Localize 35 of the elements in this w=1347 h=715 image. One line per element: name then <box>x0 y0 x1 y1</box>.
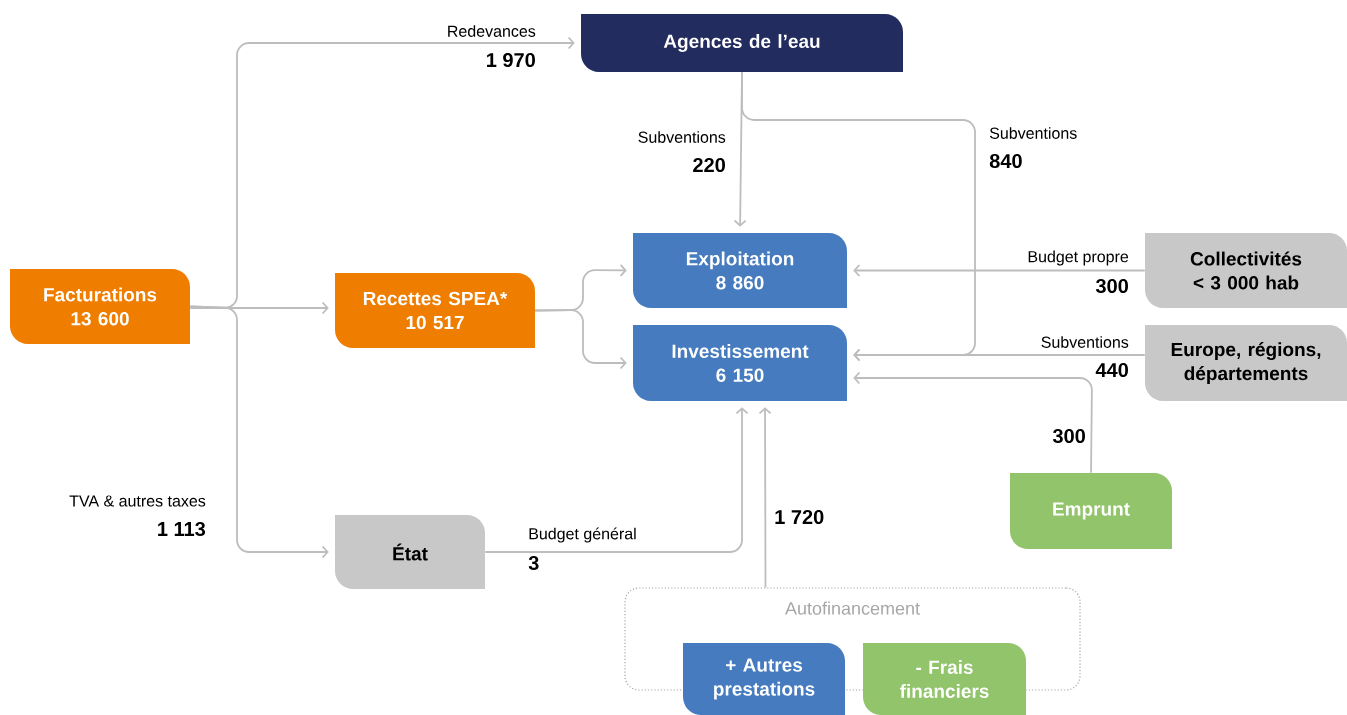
edge-label: Redevances <box>445 24 537 38</box>
flow-box: Emprunt <box>1010 473 1172 549</box>
edge-label: TVA & autres taxes <box>68 494 207 508</box>
flow-box: État <box>335 515 485 589</box>
flow-box: Exploitation 8 860 <box>633 233 847 308</box>
flow-box: + Autres prestations <box>683 643 845 715</box>
arrow <box>853 348 1146 362</box>
edge-label: Subventions <box>636 130 727 144</box>
arrow <box>484 407 749 553</box>
arrow <box>758 407 772 589</box>
arrow <box>534 309 627 370</box>
value-label: 1 720 <box>773 508 826 526</box>
value-label: 1 970 <box>484 51 537 69</box>
flow-box: - Frais financiers <box>863 643 1026 715</box>
flow-box: Investissement 6 150 <box>633 325 847 401</box>
edge-label: Subventions <box>988 126 1079 140</box>
arrow <box>189 301 329 315</box>
arrow <box>189 305 329 559</box>
edge-label: Budget général <box>527 526 638 544</box>
value-label: 840 <box>988 152 1024 170</box>
flow-box: Collectivités < 3 000 hab <box>1145 233 1347 308</box>
value-label: 220 <box>691 156 727 174</box>
edge-label: Subventions <box>1039 335 1130 349</box>
arrow <box>853 264 1146 277</box>
value-label: 300 <box>1051 427 1087 445</box>
value-label: 3 <box>527 554 541 572</box>
flow-box: Facturations 13 600 <box>10 269 190 344</box>
flow-box: Europe, régions, départements <box>1145 325 1347 401</box>
arrow <box>853 371 1093 474</box>
flow-box: Agences de l’eau <box>581 14 903 72</box>
value-label: 440 <box>1094 361 1130 379</box>
flow-box: Recettes SPEA* 10 517 <box>335 273 535 348</box>
value-label: 300 <box>1094 277 1130 295</box>
value-label: 1 113 <box>155 520 207 538</box>
edge-label: Budget propre <box>1026 249 1130 267</box>
